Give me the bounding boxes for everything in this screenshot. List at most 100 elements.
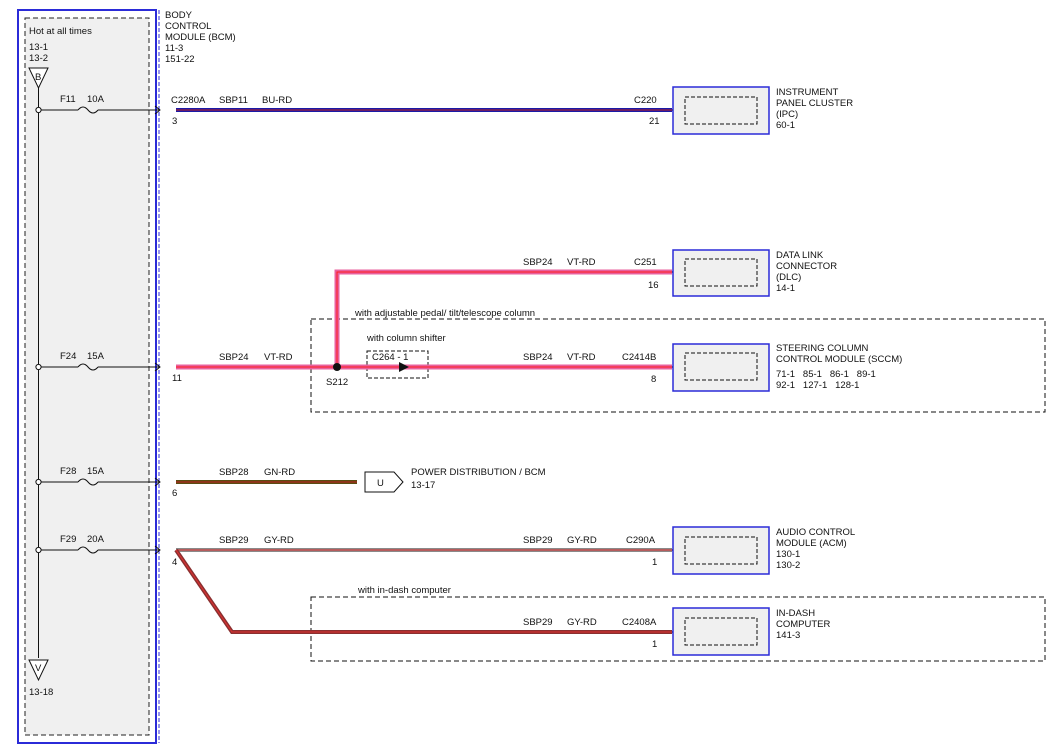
fuse-f24-id: F24	[60, 351, 76, 362]
pdist-connector-label: U	[377, 478, 384, 489]
fuse-f24-amps: 15A	[87, 351, 105, 362]
dlc-ref: 14-1	[776, 283, 795, 294]
pdist-ref: 13-17	[411, 480, 435, 491]
bcm-pin-pdist: 6	[172, 488, 177, 499]
color-ipc: BU-RD	[262, 95, 292, 106]
pdist-connector-u	[364, 471, 404, 493]
circuit-ipc: SBP11	[219, 95, 248, 106]
bcm-ref-2: 151-22	[165, 54, 195, 65]
component-sccm: C2414B 8 STEERING COLUMN CONTROL MODULE …	[622, 343, 902, 392]
bcm-pin-ipc: 3	[172, 116, 177, 127]
fuse-f29-id: F29	[60, 534, 76, 545]
option-label-indash-computer: with in-dash computer	[357, 585, 451, 596]
pdist-connector: U POWER DISTRIBUTION / BCM 13-17	[364, 467, 546, 493]
bcm-ref-top-2: 13-2	[29, 53, 48, 64]
fuse-f29: F29 20A	[35, 534, 161, 555]
fuse-f28-arrow	[154, 477, 161, 487]
ipc-name-1: INSTRUMENT	[776, 87, 838, 98]
fuse-f28-amps: 15A	[87, 466, 105, 477]
ipc-pin-label: 21	[649, 116, 660, 127]
fuse-f11: F11 10A	[35, 94, 161, 115]
acm-name-2: MODULE (ACM)	[776, 538, 847, 549]
acm-name-1: AUDIO CONTROL	[776, 527, 855, 538]
circuit-acm-main: SBP29	[219, 535, 249, 546]
acm-ref-2: 130-2	[776, 560, 800, 571]
hot-at-all-times-label: Hot at all times	[29, 26, 92, 37]
component-acm: C290A 1 AUDIO CONTROL MODULE (ACM) 130-1…	[626, 526, 855, 575]
idc-pin-label: 1	[652, 639, 657, 650]
fuse-f24: F24 15A	[35, 351, 161, 372]
sccm-pin-label: 8	[651, 374, 656, 385]
fuse-f11-amps: 10A	[87, 94, 105, 105]
sccm-name-1: STEERING COLUMN	[776, 343, 869, 354]
ipc-box	[672, 86, 770, 135]
component-dlc: C251 16 DATA LINK CONNECTOR (DLC) 14-1	[634, 249, 837, 297]
bus-node-f28	[35, 478, 42, 486]
bcm-pin-acm: 4	[172, 557, 177, 568]
connector-v-triangle	[28, 659, 49, 682]
bus-node-f29	[35, 546, 42, 554]
color-acm-branch: GY-RD	[567, 535, 597, 546]
idc-conn-label: C2408A	[622, 617, 657, 628]
idc-inner	[684, 617, 758, 646]
circuit-dlc: SBP24	[523, 257, 553, 268]
dlc-inner	[684, 258, 758, 287]
connector-b-label: B	[35, 72, 41, 83]
pdist-name: POWER DISTRIBUTION / BCM	[411, 467, 546, 478]
dlc-pin-label: 16	[648, 280, 659, 291]
sccm-ref-1: 71-1 85-1 86-1 89-1	[776, 369, 876, 380]
sccm-ref-2: 92-1 127-1 128-1	[776, 380, 859, 391]
dlc-name-1: DATA LINK	[776, 250, 824, 261]
wire-dlc-tracer	[336, 271, 672, 367]
sccm-inner	[684, 352, 758, 381]
color-pdist: GN-RD	[264, 467, 295, 478]
bcm-ref-top-1: 13-1	[29, 42, 48, 53]
color-sccm-branch: VT-RD	[567, 352, 596, 363]
acm-inner	[684, 536, 758, 565]
ipc-name-2: PANEL CLUSTER	[776, 98, 853, 109]
acm-conn-label: C290A	[626, 535, 656, 546]
circuit-pdist: SBP28	[219, 467, 249, 478]
bus-node-f24	[35, 363, 42, 371]
idc-name-2: COMPUTER	[776, 619, 831, 630]
fuse-f29-arrow	[154, 545, 161, 555]
connector-b-triangle	[28, 67, 49, 90]
c264-label: C264 - 1	[372, 352, 408, 363]
connector-v-label: V	[35, 663, 42, 674]
ipc-name-3: (IPC)	[776, 109, 798, 120]
bcm-block: Hot at all times 13-1 13-2 B V 13-18	[17, 9, 160, 744]
bcm-conn-c2280a: C2280A	[171, 95, 206, 106]
fuse-f28-symbol	[77, 478, 99, 486]
circuit-indash: SBP29	[523, 617, 553, 628]
option-box-indash-computer	[310, 596, 1046, 662]
fuse-f24-arrow	[154, 362, 161, 372]
option-label-column-shifter: with column shifter	[366, 333, 446, 344]
color-sccm-main: VT-RD	[264, 352, 293, 363]
acm-box	[672, 526, 770, 575]
dlc-conn-label: C251	[634, 257, 657, 268]
bus-node-f11	[35, 106, 42, 114]
fuse-f11-id: F11	[60, 94, 76, 105]
color-indash: GY-RD	[567, 617, 597, 628]
acm-ref-1: 130-1	[776, 549, 800, 560]
idc-ref: 141-3	[776, 630, 800, 641]
sccm-box	[672, 343, 770, 392]
dlc-name-2: CONNECTOR	[776, 261, 837, 272]
option-box-adjustable-column	[310, 318, 1046, 413]
sccm-conn-label: C2414B	[622, 352, 656, 363]
fuse-f29-amps: 20A	[87, 534, 105, 545]
idc-name-1: IN-DASH	[776, 608, 815, 619]
bcm-ref-1: 11-3	[165, 43, 183, 54]
fuse-f29-symbol	[77, 546, 99, 554]
dlc-box	[672, 249, 770, 297]
color-dlc: VT-RD	[567, 257, 596, 268]
acm-pin-label: 1	[652, 557, 657, 568]
splice-s212-dot	[333, 363, 341, 371]
component-indash-computer: C2408A 1 IN-DASH COMPUTER 141-3	[622, 607, 831, 656]
wires	[174, 108, 672, 634]
color-acm-main: GY-RD	[264, 535, 294, 546]
option-label-adjustable-column: with adjustable pedal/ tilt/telescope co…	[354, 308, 535, 319]
splice-s212-label: S212	[326, 377, 348, 388]
fuse-f11-arrow	[154, 105, 161, 115]
